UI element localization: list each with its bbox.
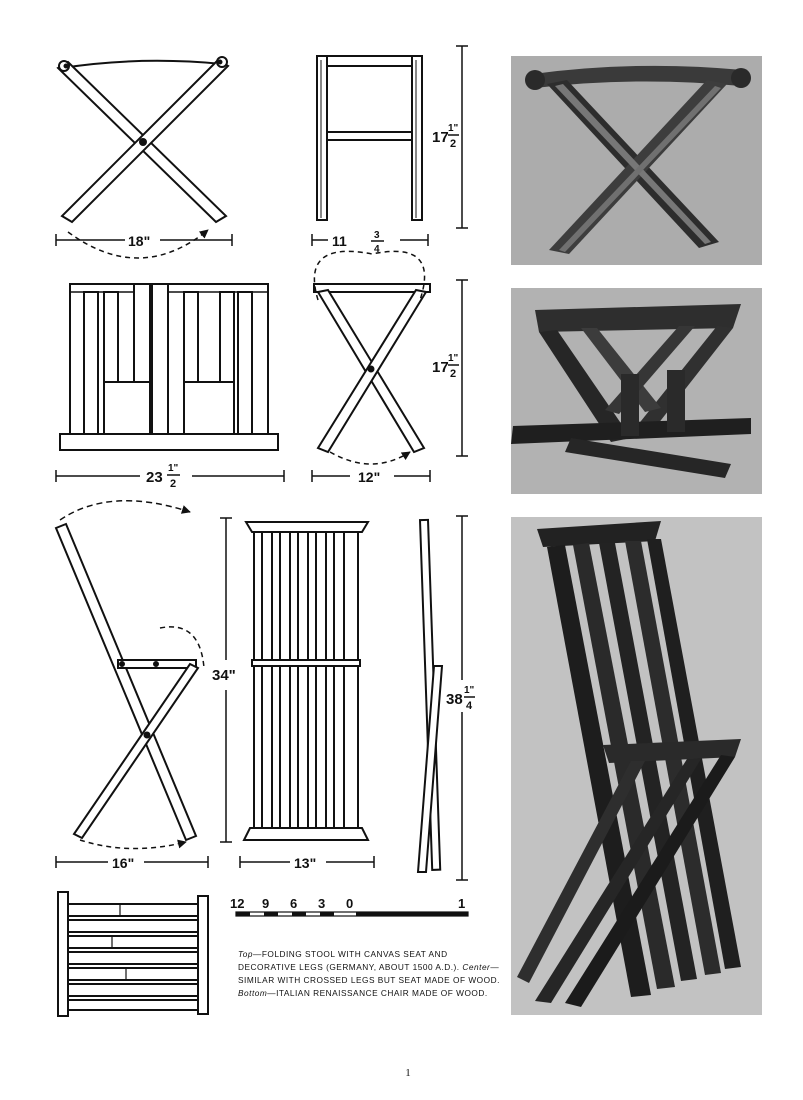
caption-top-label: Top [238,949,254,959]
stool-front-dimension [55,229,233,259]
stool-side-view [316,55,423,221]
scale-tick-6: 6 [290,896,297,911]
chair-front-dimension [239,856,375,868]
dim-top-side-whole: 11 [332,233,347,249]
dim-top-side-num: 3 [374,230,380,241]
photo-wood-stool [511,288,762,494]
stool-front-view [56,56,230,224]
scale-bar [235,911,469,917]
wood-stool-side-view [313,283,431,454]
dim-top-height-den: 2 [450,138,456,150]
dim-chair-total-num: 1" [464,685,475,696]
scale-tick-12: 12 [230,896,244,911]
page-number: 1 [405,1067,411,1079]
scale-tick-1: 1 [458,896,465,911]
dim-mid-height-whole: 17 [432,359,449,376]
dim-mid-width-num: 1" [168,463,179,474]
dim-top-height-whole: 17 [432,129,449,146]
caption-top-text: —FOLDING STOOL WITH CANVAS SEAT AND DECO… [238,949,460,972]
wood-stool-side-dimension [311,250,468,482]
dim-top-side-den: 4 [374,244,380,255]
chair-side-view [54,522,200,842]
wood-stool-front-dimension [55,470,285,482]
dim-mid-width-den: 2 [170,478,176,490]
dim-top-height-num: 1" [448,123,459,134]
dim-chair-height: 34" [212,667,236,684]
chair-folded-view [416,518,444,873]
dim-chair-leg-span: 16" [112,855,134,871]
dim-chair-total-whole: 38 [446,691,463,708]
chair-folded-dimension [456,515,468,881]
dim-mid-width-whole: 23 [146,469,163,486]
caption-center-text: —SIMILAR WITH CROSSED LEGS BUT SEAT MADE… [238,962,500,985]
wood-stool-front-view [59,283,279,451]
scale-tick-3: 3 [318,896,325,911]
scale-tick-0: 0 [346,896,353,911]
caption-bottom-label: Bottom [238,988,268,998]
dim-mid-height-num: 1" [448,353,459,364]
photo-renaissance-chair [511,517,762,1015]
dim-mid-side-width: 12" [358,469,380,485]
figure-caption: Top—FOLDING STOOL WITH CANVAS SEAT AND D… [238,948,500,1000]
dim-top-width: 18" [128,233,150,249]
caption-center-label: Center [462,962,491,972]
dim-chair-total-den: 4 [466,700,473,712]
dim-mid-height-den: 2 [450,368,456,380]
dim-chair-width: 13" [294,855,316,871]
stool-side-dimension [311,45,468,246]
chair-seat-plan [57,891,209,1017]
chair-front-view [242,521,370,841]
photo-folding-stool [511,56,762,265]
chair-side-dimension [55,500,232,868]
caption-bottom-text: —ITALIAN RENAISSANCE CHAIR MADE OF WOOD. [267,988,488,998]
scale-tick-9: 9 [262,896,269,911]
